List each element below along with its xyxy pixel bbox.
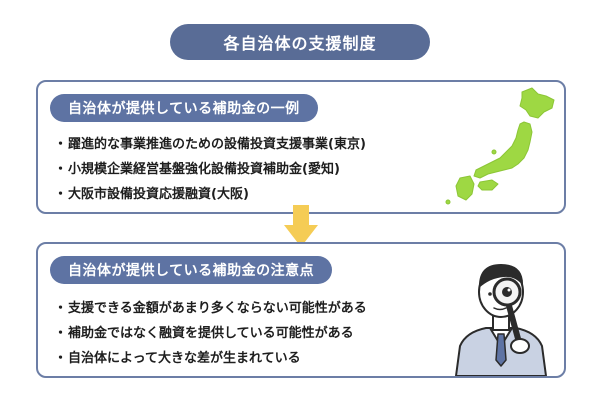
cautions-list: ・ 支援できる金額があまり多くならない可能性がある ・ 補助金ではなく融資を提供… [54, 296, 367, 371]
cautions-header: 自治体が提供している補助金の注意点 [50, 256, 333, 284]
bullet-icon: ・ [54, 351, 68, 366]
list-item-text: 大阪市設備投資応援融資(大阪) [68, 187, 249, 202]
page-title: 各自治体の支援制度 [170, 24, 430, 60]
list-item-text: 躍進的な事業推進のための設備投資支援事業(東京) [68, 137, 366, 152]
list-item-text: 支援できる金額があまり多くならない可能性がある [68, 301, 367, 316]
examples-header: 自治体が提供している補助金の一例 [50, 94, 318, 122]
japan-map-icon [445, 87, 555, 205]
bullet-icon: ・ [54, 301, 68, 316]
bullet-icon: ・ [54, 326, 68, 341]
magnifying-glass-person-icon [455, 264, 547, 376]
list-item: ・ 大阪市設備投資応援融資(大阪) [54, 182, 366, 207]
bullet-icon: ・ [54, 162, 68, 177]
list-item: ・ 補助金ではなく融資を提供している可能性がある [54, 321, 367, 346]
list-item-text: 補助金ではなく融資を提供している可能性がある [68, 326, 354, 341]
list-item: ・ 自治体によって大きな差が生まれている [54, 346, 367, 371]
list-item: ・ 躍進的な事業推進のための設備投資支援事業(東京) [54, 132, 366, 157]
list-item-text: 小規模企業経営基盤強化設備投資補助金(愛知) [68, 162, 340, 177]
arrow-down-icon [284, 205, 318, 247]
list-item-text: 自治体によって大きな差が生まれている [68, 351, 301, 366]
bullet-icon: ・ [54, 187, 68, 202]
examples-panel: 自治体が提供している補助金の一例 ・ 躍進的な事業推進のための設備投資支援事業(… [36, 80, 566, 214]
list-item: ・ 小規模企業経営基盤強化設備投資補助金(愛知) [54, 157, 366, 182]
examples-list: ・ 躍進的な事業推進のための設備投資支援事業(東京) ・ 小規模企業経営基盤強化… [54, 132, 366, 207]
bullet-icon: ・ [54, 137, 68, 152]
list-item: ・ 支援できる金額があまり多くならない可能性がある [54, 296, 367, 321]
